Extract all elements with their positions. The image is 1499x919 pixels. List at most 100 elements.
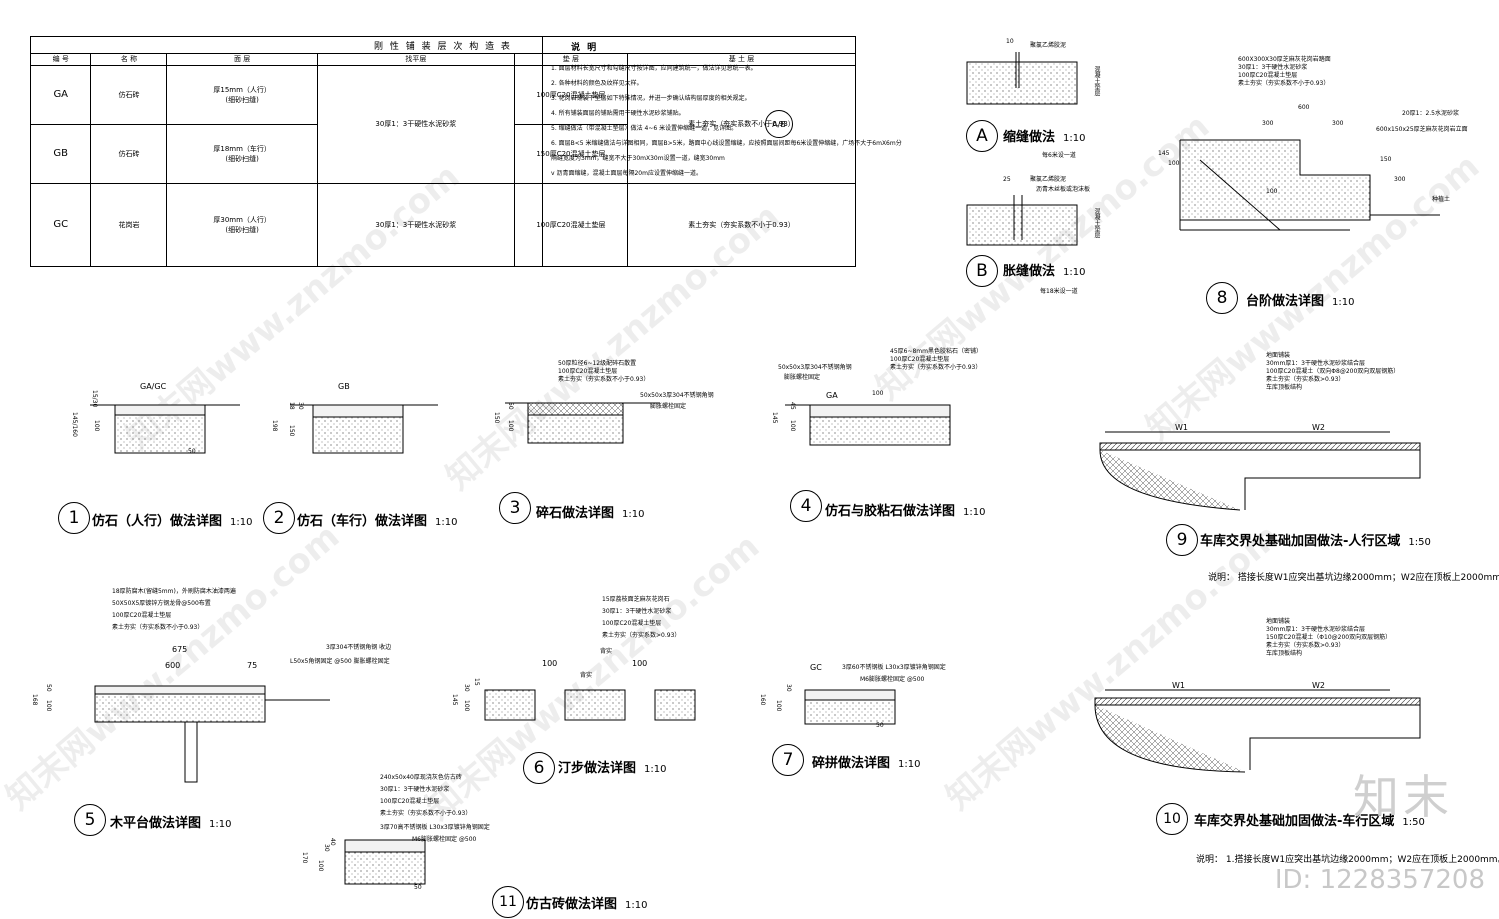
dimension: 100	[1168, 160, 1180, 167]
detail-8-caption: 台阶做法详图 1:10	[1246, 290, 1354, 309]
layer-label: 100厚C20混凝土垫层	[1238, 72, 1298, 79]
detail-3-edge: 50x50x3厚304不锈钢角钢	[640, 392, 714, 399]
layer-label: 100厚C20混凝土垫层	[112, 612, 172, 619]
dimension: 50	[507, 402, 514, 410]
detail-2-tag: GB	[338, 382, 350, 391]
notes-box: 说 明 1. 面层材料长宽尺寸和勾缝尺寸按详图，应同建筑统一，做法详见总统一表。…	[542, 36, 902, 266]
notes-list: 1. 面层材料长宽尺寸和勾缝尺寸按详图，应同建筑统一，做法详见总统一表。 2. …	[551, 61, 902, 181]
dimension: 15/30	[91, 390, 98, 408]
dimension: 168	[31, 694, 38, 706]
layer-label: 车库顶板结构	[1266, 384, 1303, 391]
detail-4-edge2: 膨胀螺栓固定	[784, 374, 821, 381]
detail-2-number: 2	[263, 502, 295, 534]
layer-label: 50X50X5厚镀锌方钢龙骨@500布置	[112, 600, 211, 607]
detail-8-right2: 600x150x25厚芝麻灰花岗岩立面	[1376, 126, 1468, 133]
note-item: 1. 面层材料长宽尺寸和勾缝尺寸按详图，应同建筑统一，做法详见总统一表。	[551, 65, 757, 72]
layer-label: 素土夯实（夯实系数>0.93）	[1266, 642, 1345, 649]
dimension: 15	[473, 678, 480, 686]
dimension: 40	[329, 838, 336, 846]
layer-label: 50厚粒径6~12级配碎石散置	[558, 360, 637, 367]
detail-10-note: 说明： 1.搭接长度W1应突出基坑边缘2000mm；W2应在顶板上2000mm。	[1196, 855, 1499, 865]
dimension: 100	[775, 700, 782, 712]
note-item: 隔缝宽度为3mm，缝宽不大于30mX30m设置一道，缝宽30mm	[551, 155, 725, 162]
dimension: 100	[789, 420, 796, 432]
joint-b-label2: 沥青木丝板或泡沫板	[1036, 186, 1091, 193]
note-item: 5. 缩缝做法（带混凝土垫层）做法 4~6 米设置伸缩缝一道，见详图。	[551, 125, 738, 132]
detail-8-scale: 1:10	[1332, 297, 1355, 308]
detail-9-layers: 地面铺装 30mm厚1：3干硬性水泥砂浆结合层 100厚C20混凝土（双向Φ8@…	[1266, 352, 1399, 392]
table-cell: 30厚1：3干硬性水泥砂浆	[316, 182, 515, 268]
layer-label: 600X300X30厚芝麻灰花岗岩踏面	[1238, 56, 1331, 63]
layer-label: 地面铺装	[1266, 618, 1291, 625]
table-cell: 100厚C20混凝土垫层	[513, 64, 629, 125]
dimension: 75	[247, 661, 258, 670]
layer-label: 30厚1：3干硬性水泥砂浆	[1238, 64, 1308, 71]
detail-8-number: 8	[1206, 282, 1238, 314]
detail-11-scale: 1:10	[625, 900, 648, 911]
joint-a-side: 混凝土垫层	[1093, 66, 1100, 96]
table-cell: 仿石砖	[90, 123, 168, 184]
detail-7-number: 7	[772, 744, 804, 776]
layer-label: 30mm厚1：3干硬性水泥砂浆结合层	[1266, 626, 1365, 633]
layer-label: 素土夯实（夯实系数>0.93）	[1266, 376, 1345, 383]
dimension: 145	[771, 412, 778, 424]
dimension: 150	[1380, 156, 1392, 163]
layer-label: 45厚6~8mm黑色胶粘石（密铺）	[890, 348, 982, 355]
pavement-spec-table: 刚 性 铺 装 层 次 构 造 表 编 号 名 称 面 层 找平层 垫 层 基 …	[29, 35, 856, 268]
detail-10-number: 10	[1156, 803, 1188, 835]
detail-3-layers: 50厚粒径6~12级配碎石散置 100厚C20混凝土垫层 素土夯实（夯实系数不小…	[558, 360, 649, 384]
note-item: 6. 面层B<5 米缩缝做法与详图相同，面层B>5米，路面中心线设置缩缝，应按照…	[551, 140, 902, 147]
detail-11-layers: 240x50x40厚现浇灰色仿古砖 30厚1：3干硬性水泥砂浆 100厚C20混…	[380, 772, 471, 820]
layer-label: 素土夯实（夯实系数不小于0.93）	[380, 810, 472, 817]
detail-10-w1: W1	[1172, 681, 1185, 690]
layer-label: 100厚C20混凝土垫层	[558, 368, 618, 375]
detail-4-tag: GA	[826, 391, 838, 400]
dimension: 100	[45, 700, 52, 712]
dimension: 18	[288, 402, 295, 410]
layer-label: 素土夯实（夯实系数不小于0.93）	[890, 364, 982, 371]
detail-1-tag: GA/GC	[140, 382, 167, 391]
dimension: 100	[872, 390, 884, 397]
detail-10-scale: 1:50	[1402, 817, 1425, 828]
layer-label: 30mm厚1：3干硬性水泥砂浆结合层	[1266, 360, 1365, 367]
detail-9-w1: W1	[1175, 423, 1188, 432]
detail-3-scale: 1:10	[622, 509, 645, 520]
joint-a-symbol: A	[966, 120, 998, 152]
dimension: 100	[93, 420, 100, 432]
dimension: 100	[463, 700, 470, 712]
dimension: 100	[542, 659, 558, 668]
dimension: 300	[1394, 176, 1406, 183]
detail-11-number: 11	[492, 886, 524, 918]
dimension: 背实	[600, 648, 613, 655]
dimension: 50	[876, 722, 884, 729]
dimension: 100	[632, 659, 648, 668]
notes-title: 说 明	[571, 43, 599, 53]
dimension: 100	[1266, 188, 1278, 195]
joint-a-label: 聚氯乙烯胶泥	[1030, 42, 1067, 49]
detail-4-layers: 45厚6~8mm黑色胶粘石（密铺） 100厚C20混凝土垫层 素土夯实（夯实系数…	[890, 348, 982, 372]
dimension: 600	[165, 661, 181, 670]
note-item: 4. 所有铺装面层的铺贴需用干硬性水泥砂浆铺贴。	[551, 110, 685, 117]
detail-8-ground: 种植土	[1432, 196, 1451, 203]
detail-7-scale: 1:10	[898, 759, 921, 770]
detail-10-title: 车库交界处基础加固做法-车行区域	[1194, 814, 1395, 829]
layer-label: 30厚1：3干硬性水泥砂浆	[380, 786, 450, 793]
image-id: ID: 1228357208	[1274, 865, 1485, 895]
dimension: 30	[297, 402, 304, 410]
detail-10-layers: 地面铺装 30mm厚1：3干硬性水泥砂浆结合层 150厚C20混凝土（Φ10@2…	[1266, 618, 1391, 658]
layer-label: 100厚C20混凝土垫层	[602, 620, 662, 627]
detail-8-title: 台阶做法详图	[1246, 294, 1325, 309]
joint-b-title-text: 胀缝做法	[1003, 264, 1056, 279]
detail-8-layers: 600X300X30厚芝麻灰花岗岩踏面 30厚1：3干硬性水泥砂浆 100厚C2…	[1238, 56, 1331, 88]
dimension: 150	[288, 425, 295, 437]
dimension: 600	[1298, 104, 1310, 111]
layer-label: 150厚C20混凝土（Φ10@200双向双层钢筋）	[1266, 634, 1392, 641]
brand-logo: 知末	[1353, 770, 1453, 824]
table-cell: 30厚1：3干硬性水泥砂浆	[316, 64, 515, 184]
